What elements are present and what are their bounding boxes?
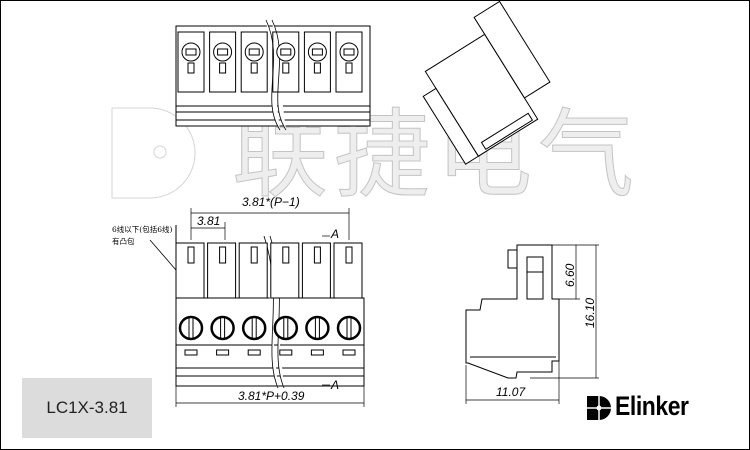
- top-screw-head: [339, 42, 359, 62]
- watermark-logo: [111, 107, 196, 199]
- front-screw-head: [178, 315, 204, 341]
- front-release-slot: [219, 246, 227, 264]
- dimension-height-upper: 6.60: [563, 263, 577, 287]
- brand-name: Elinker: [615, 391, 689, 421]
- front-release-slot: [250, 246, 258, 264]
- dimension-pitch: 3.81: [197, 214, 220, 228]
- front-release-slot: [282, 246, 290, 264]
- top-screw-slot: [343, 48, 355, 56]
- front-test-port: [247, 349, 261, 356]
- top-pole-housing: [335, 31, 363, 93]
- front-pole-housing: [175, 242, 205, 299]
- dimension-depth: 11.07: [496, 385, 526, 399]
- top-wire-entry: [345, 62, 353, 74]
- elinker-logo-icon: [587, 395, 611, 420]
- top-screw-slot: [248, 48, 260, 56]
- top-pole-housing: [272, 31, 300, 93]
- poles-group: [175, 31, 363, 356]
- section-mark-bottom: A: [330, 378, 339, 392]
- top-pole-housing: [303, 31, 331, 93]
- front-pole-housing: [207, 242, 237, 299]
- top-wire-entry: [250, 62, 258, 74]
- top-screw-slot: [311, 48, 323, 56]
- front-release-slot: [313, 246, 321, 264]
- front-pole-housing: [301, 242, 331, 299]
- front-release-slot: [345, 246, 353, 264]
- top-screw-head: [213, 42, 233, 62]
- top-screw-head: [244, 42, 264, 62]
- front-pole-housing: [238, 242, 268, 299]
- front-screw-head: [273, 315, 299, 341]
- front-test-port: [310, 349, 324, 356]
- front-pole-housing: [333, 242, 363, 299]
- top-wire-entry: [282, 62, 290, 74]
- front-test-port: [216, 349, 230, 356]
- front-test-port: [342, 349, 356, 356]
- front-pole-housing: [270, 242, 300, 299]
- top-wire-entry: [187, 62, 195, 74]
- dimension-lines: [175, 208, 365, 407]
- front-screw-head: [241, 315, 267, 341]
- brand-logo: Elinker: [585, 391, 702, 422]
- top-wire-entry: [219, 62, 227, 74]
- section-mark-top: A: [330, 227, 339, 241]
- side-view: [465, 244, 599, 404]
- top-screw-slot: [217, 48, 229, 56]
- top-screw-slot: [280, 48, 292, 56]
- top-pole-housing: [177, 31, 205, 93]
- top-screw-head: [181, 42, 201, 62]
- top-screw-slot: [185, 48, 197, 56]
- front-screw-head: [305, 315, 330, 341]
- dimension-span: 3.81*(P−1): [242, 195, 300, 209]
- dimension-overall-width: 3.81*P+0.39: [238, 389, 305, 403]
- front-view: [149, 225, 365, 387]
- front-screw-head: [336, 315, 362, 341]
- front-release-slot: [187, 246, 195, 264]
- top-pole-housing: [209, 31, 237, 93]
- front-test-port: [279, 349, 293, 356]
- model-label: LC1X-3.81: [22, 378, 152, 438]
- dimension-height-total: 16.10: [583, 298, 597, 328]
- top-pole-housing: [240, 31, 268, 93]
- top-screw-head: [276, 42, 296, 62]
- front-screw-head: [210, 315, 235, 341]
- top-wire-entry: [313, 62, 321, 74]
- bump-note: 6线以下(包括6线)有凸包: [112, 225, 173, 246]
- isometric-view: [422, 0, 551, 165]
- front-test-port: [184, 349, 198, 356]
- top-screw-head: [307, 42, 327, 62]
